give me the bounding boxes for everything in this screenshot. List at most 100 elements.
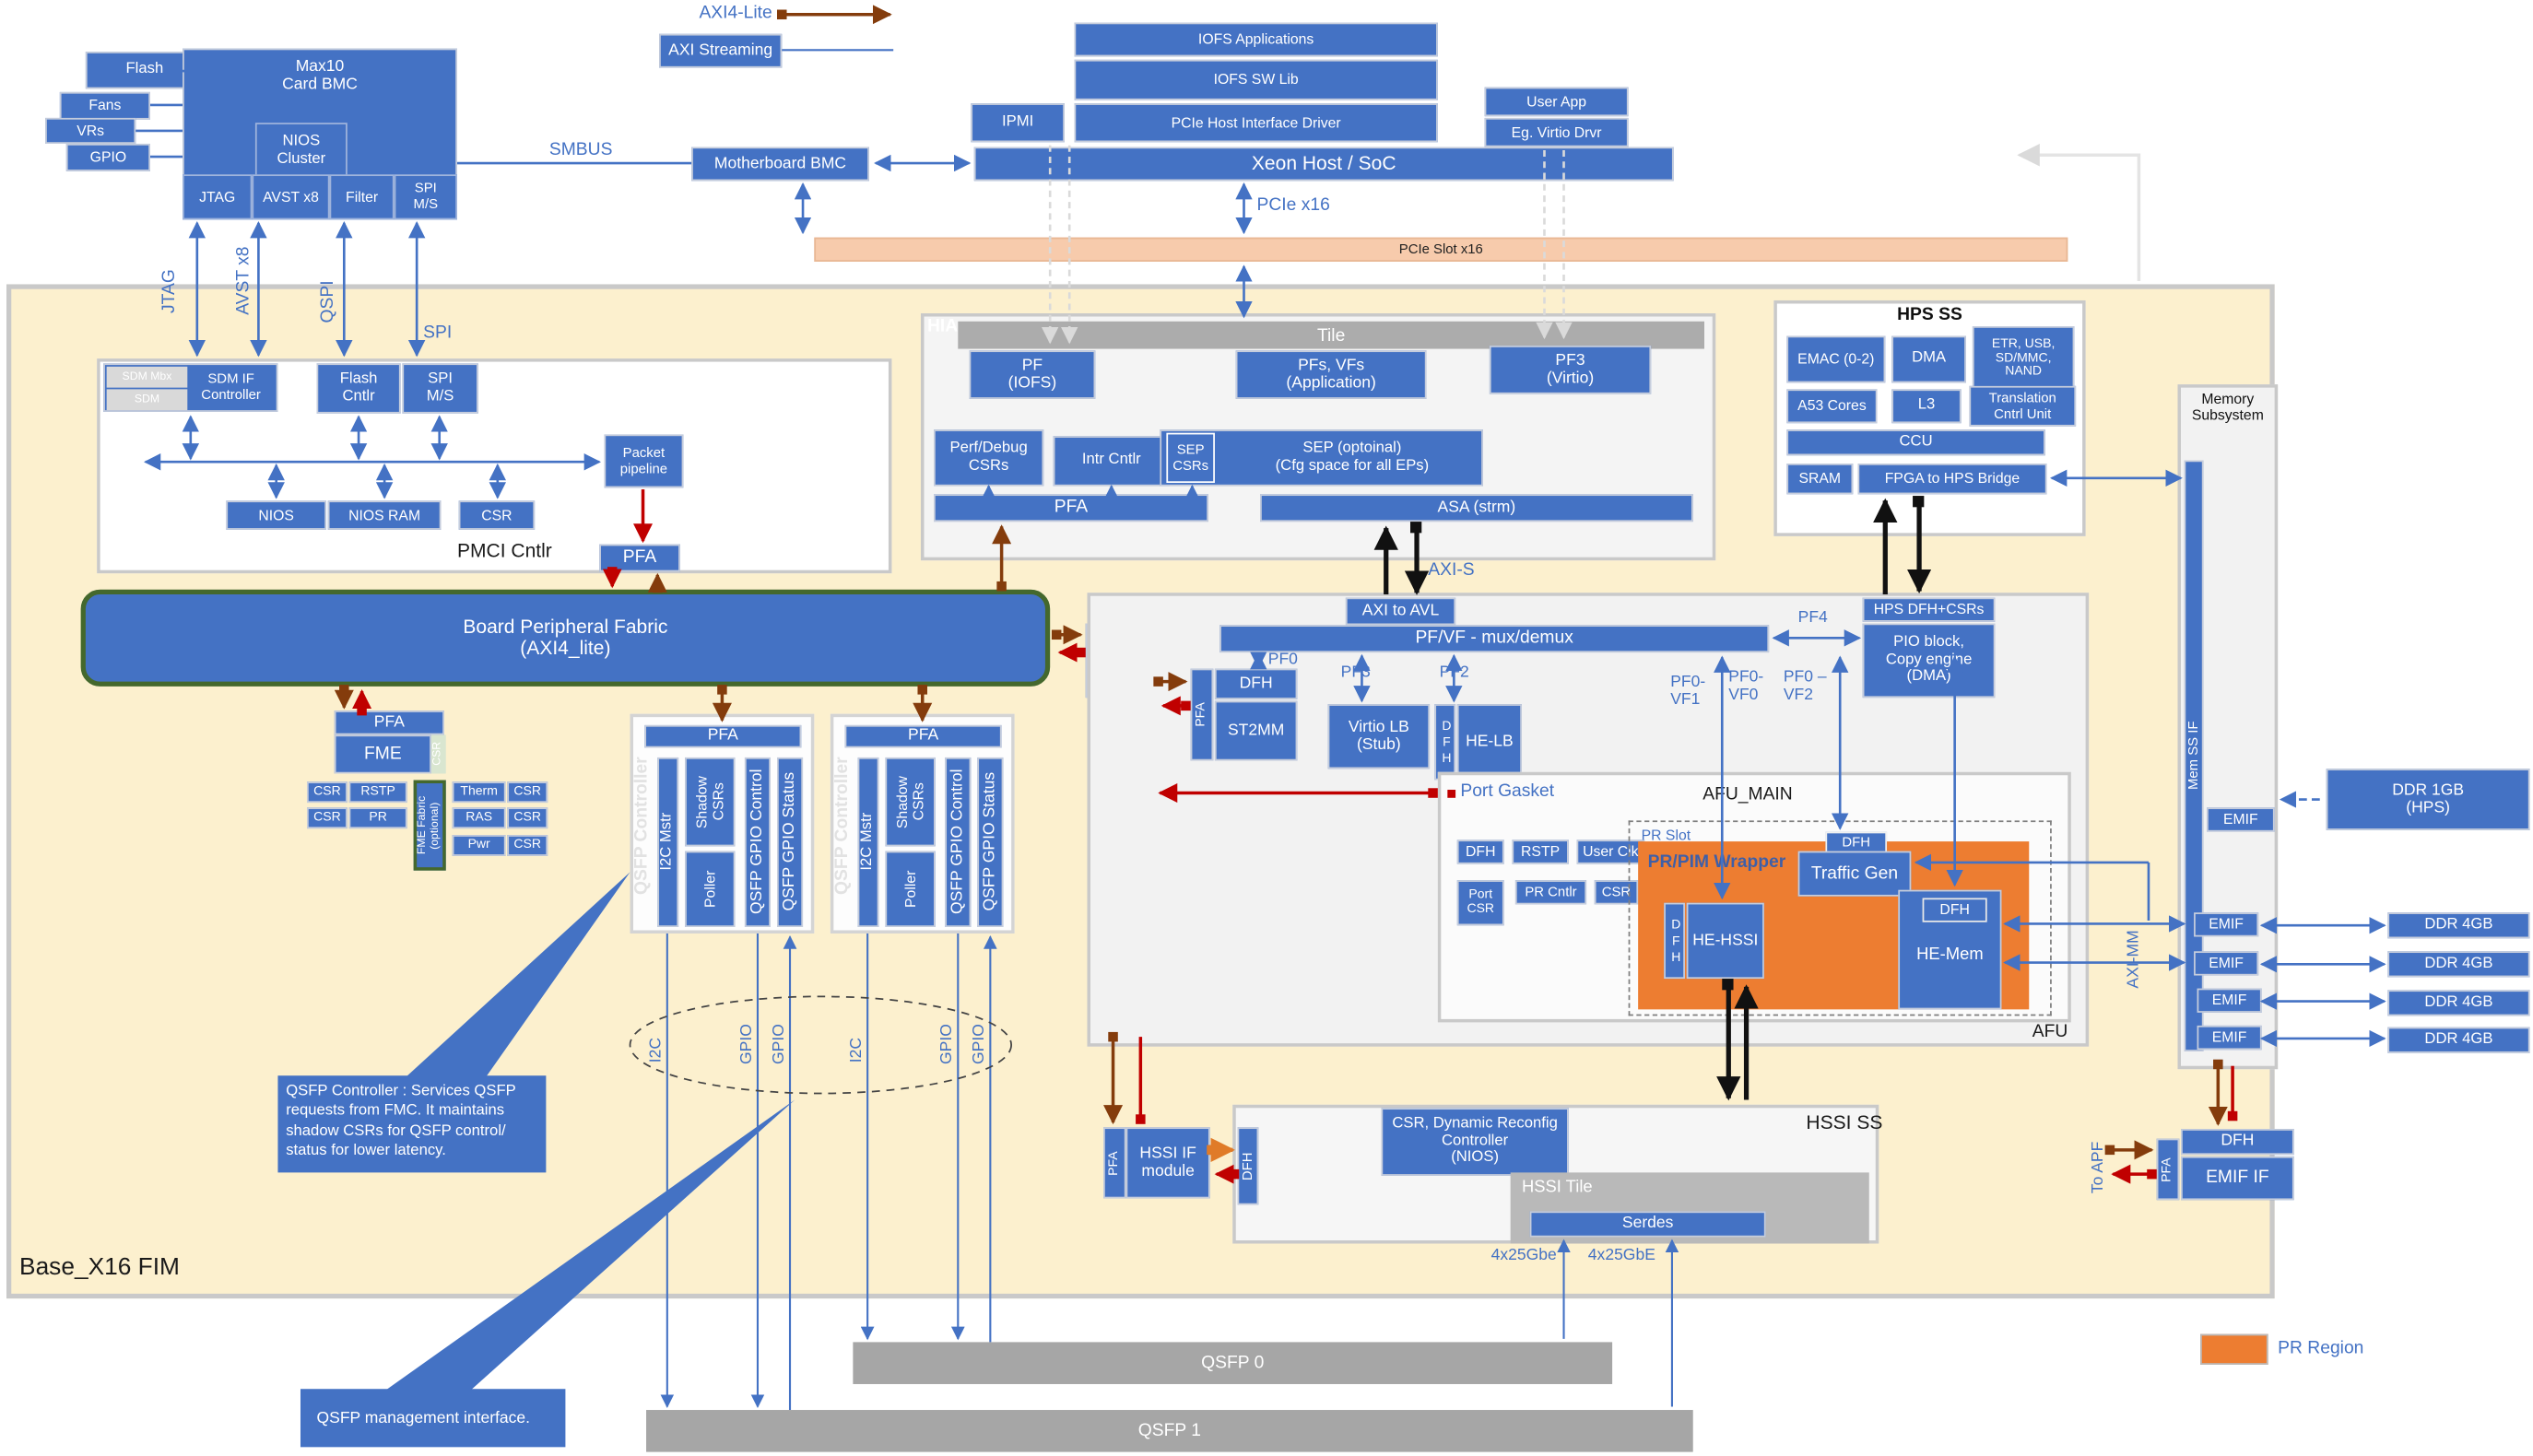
pg-dfh: DFH <box>1456 840 1504 864</box>
max10-title: Max10 Card BMC <box>282 58 358 94</box>
max10-avst: AVST x8 <box>252 174 330 220</box>
pcie-slot-bar: PCIe Slot x16 <box>814 237 2068 262</box>
fme-pfa-box: PFA <box>334 710 444 735</box>
fme-ras: RAS <box>452 807 506 829</box>
pr-slot-label: PR Slot <box>1641 827 1691 843</box>
ddr-4gb-4: DDR 4GB <box>2387 1027 2530 1053</box>
pf-iofs-box: PF (IOFS) <box>969 350 1096 399</box>
hia-pfa-bar: PFA <box>934 494 1208 523</box>
max10-jtag: JTAG <box>183 174 253 220</box>
pf0-vf1-label: PF0- VF1 <box>1670 673 1706 710</box>
fme-csr-1: CSR <box>306 781 348 804</box>
qsfp0-bar: QSFP 0 <box>853 1342 1613 1384</box>
st2mm-box: ST2MM <box>1214 700 1298 761</box>
st2mm-pfa-strip: PFA <box>1190 668 1214 761</box>
qsfp1-poller: Poller <box>685 851 736 927</box>
pg-rstp: RSTP <box>1512 840 1569 864</box>
csr-dynamic-reconfig-box: CSR, Dynamic Reconfig Controller (NIOS) <box>1381 1108 1569 1176</box>
emif-hps: EMIF <box>2207 807 2275 832</box>
qsfp2-shadow-csrs: Shadow CSRs <box>885 757 936 847</box>
xeon-host-box: Xeon Host / SoC <box>973 147 1674 182</box>
axi4-lite-legend-label: AXI4-Lite <box>699 3 772 23</box>
sep-csrs-box: SEP CSRs <box>1166 432 1215 484</box>
qsfp1-gpio-status: QSFP GPIO Status <box>777 757 804 927</box>
max10-spi-ms: SPI M/S <box>394 174 457 220</box>
afu-label: AFU <box>2032 1022 2068 1042</box>
vrs-box: VRs <box>45 117 136 144</box>
virtio-drvr-box: Eg. Virtio Drvr <box>1484 117 1629 147</box>
pg-user-clk: User Clk <box>1576 840 1645 864</box>
qsfp2-pfa: PFA <box>844 724 1002 748</box>
port-gasket-title: Port Gasket <box>1460 781 1555 802</box>
he-mem-dfh: DFH <box>1922 898 1987 922</box>
avst-if-label: AVST x8 <box>233 246 253 316</box>
pin-gpio-2: GPIO <box>770 1023 789 1064</box>
qsfp1-i2c-mstr: I2C Mstr <box>657 757 679 927</box>
emif-if-dfh: DFH <box>2181 1129 2294 1156</box>
traffic-gen-box: Traffic Gen <box>1797 851 1912 897</box>
he-hssi-dfh-strip: DFH <box>1664 902 1685 980</box>
qsfp2-poller: Poller <box>885 851 936 927</box>
hssi-dfh-strip: DFH <box>1237 1127 1259 1205</box>
hps-dfh-csrs-header: HPS DFH+CSRs <box>1862 597 1996 622</box>
board-peripheral-fabric: Board Peripheral Fabric (AXI4_lite) <box>80 589 1051 687</box>
sdm-mbx-chip: SDM Mbx <box>106 366 188 388</box>
perf-debug-csrs-box: Perf/Debug CSRs <box>934 429 1044 487</box>
he-lb-box: HE-LB <box>1456 704 1522 781</box>
fme-csr-3: CSR <box>507 781 548 804</box>
fme-therm: Therm <box>452 781 506 804</box>
spi-if-label: SPI <box>423 323 453 343</box>
jtag-if-label: JTAG <box>159 268 180 313</box>
hssi-if-pfa: PFA <box>1103 1127 1126 1199</box>
hps-l3: L3 <box>1891 389 1962 424</box>
nios-cluster-box: NIOS Cluster <box>254 123 348 182</box>
qsfp2-i2c-mstr: I2C Mstr <box>857 757 879 927</box>
to-apf-label: To APF <box>2089 1141 2108 1194</box>
fpga-hps-bridge: FPGA to HPS Bridge <box>1857 463 2047 495</box>
hssi-if-module: HSSI IF module <box>1125 1127 1210 1199</box>
intr-cntlr-box: Intr Cntlr <box>1053 436 1170 487</box>
pmci-title: PMCI Cntlr <box>456 539 552 562</box>
qsfp2-gpio-status: QSFP GPIO Status <box>977 757 1004 927</box>
hps-ss-title: HPS SS <box>1897 305 1962 325</box>
virtio-lb-box: Virtio LB (Stub) <box>1327 704 1431 769</box>
hia-title: HIA <box>926 316 959 336</box>
pg-csr: CSR <box>1594 880 1639 905</box>
qspi-if-label: QSPI <box>317 280 338 323</box>
pf0-vf2-label: PF0 – VF2 <box>1783 668 1827 705</box>
pmci-nios-box: NIOS <box>226 500 327 530</box>
qsfp-mgmt-callout: QSFP management interface. <box>300 1389 566 1448</box>
axi-s-label: AXI-S <box>1428 560 1475 581</box>
fme-fabric-box: FME Fabric (optional) <box>413 780 446 871</box>
ddr-4gb-2: DDR 4GB <box>2387 951 2530 978</box>
qsfp1-gpio-control: QSFP GPIO Control <box>744 757 771 927</box>
hps-dma: DMA <box>1891 335 1966 383</box>
axi-mm-label: AXI-MM <box>2125 930 2143 989</box>
emif-2: EMIF <box>2194 951 2259 976</box>
user-app-box: User App <box>1484 87 1629 117</box>
qsfp-controller-callout: QSFP Controller : Services QSFP requests… <box>277 1075 547 1173</box>
serdes-bar: Serdes <box>1529 1211 1766 1238</box>
packet-pipeline-box: Packet pipeline <box>604 434 684 488</box>
asa-strm-bar: ASA (strm) <box>1260 494 1693 523</box>
hps-emac: EMAC (0-2) <box>1786 335 1886 383</box>
sdm-chip: SDM <box>106 389 188 411</box>
he-lb-dfh-strip: DFH <box>1434 704 1456 781</box>
gbe1-label: 4x25Gbe <box>1490 1247 1557 1265</box>
emif-1: EMIF <box>2194 912 2259 937</box>
pfs-vfs-box: PFs, VFs (Application) <box>1235 350 1427 399</box>
pf3-virtio-box: PF3 (Virtio) <box>1489 346 1652 394</box>
emif-if-pfa: PFA <box>2156 1138 2180 1201</box>
pf0-label: PF0 <box>1267 651 1298 669</box>
gbe2-label: 4x25GbE <box>1587 1247 1655 1265</box>
sdm-if-label: SDM IF Controller <box>201 370 261 403</box>
memory-subsystem-title: Memory Subsystem <box>2191 391 2264 424</box>
qsfp-controller-2-title: QSFP Controller <box>832 756 853 895</box>
pmci-spi-ms-box: SPI M/S <box>402 363 478 414</box>
pmci-nios-ram-box: NIOS RAM <box>327 500 442 530</box>
hssi-tile-label: HSSI Tile <box>1521 1177 1593 1197</box>
pr-region-swatch <box>2200 1333 2268 1365</box>
pmci-pfa-box: PFA <box>599 544 680 572</box>
pin-gpio-1: GPIO <box>737 1023 757 1064</box>
st2mm-dfh: DFH <box>1214 668 1298 699</box>
